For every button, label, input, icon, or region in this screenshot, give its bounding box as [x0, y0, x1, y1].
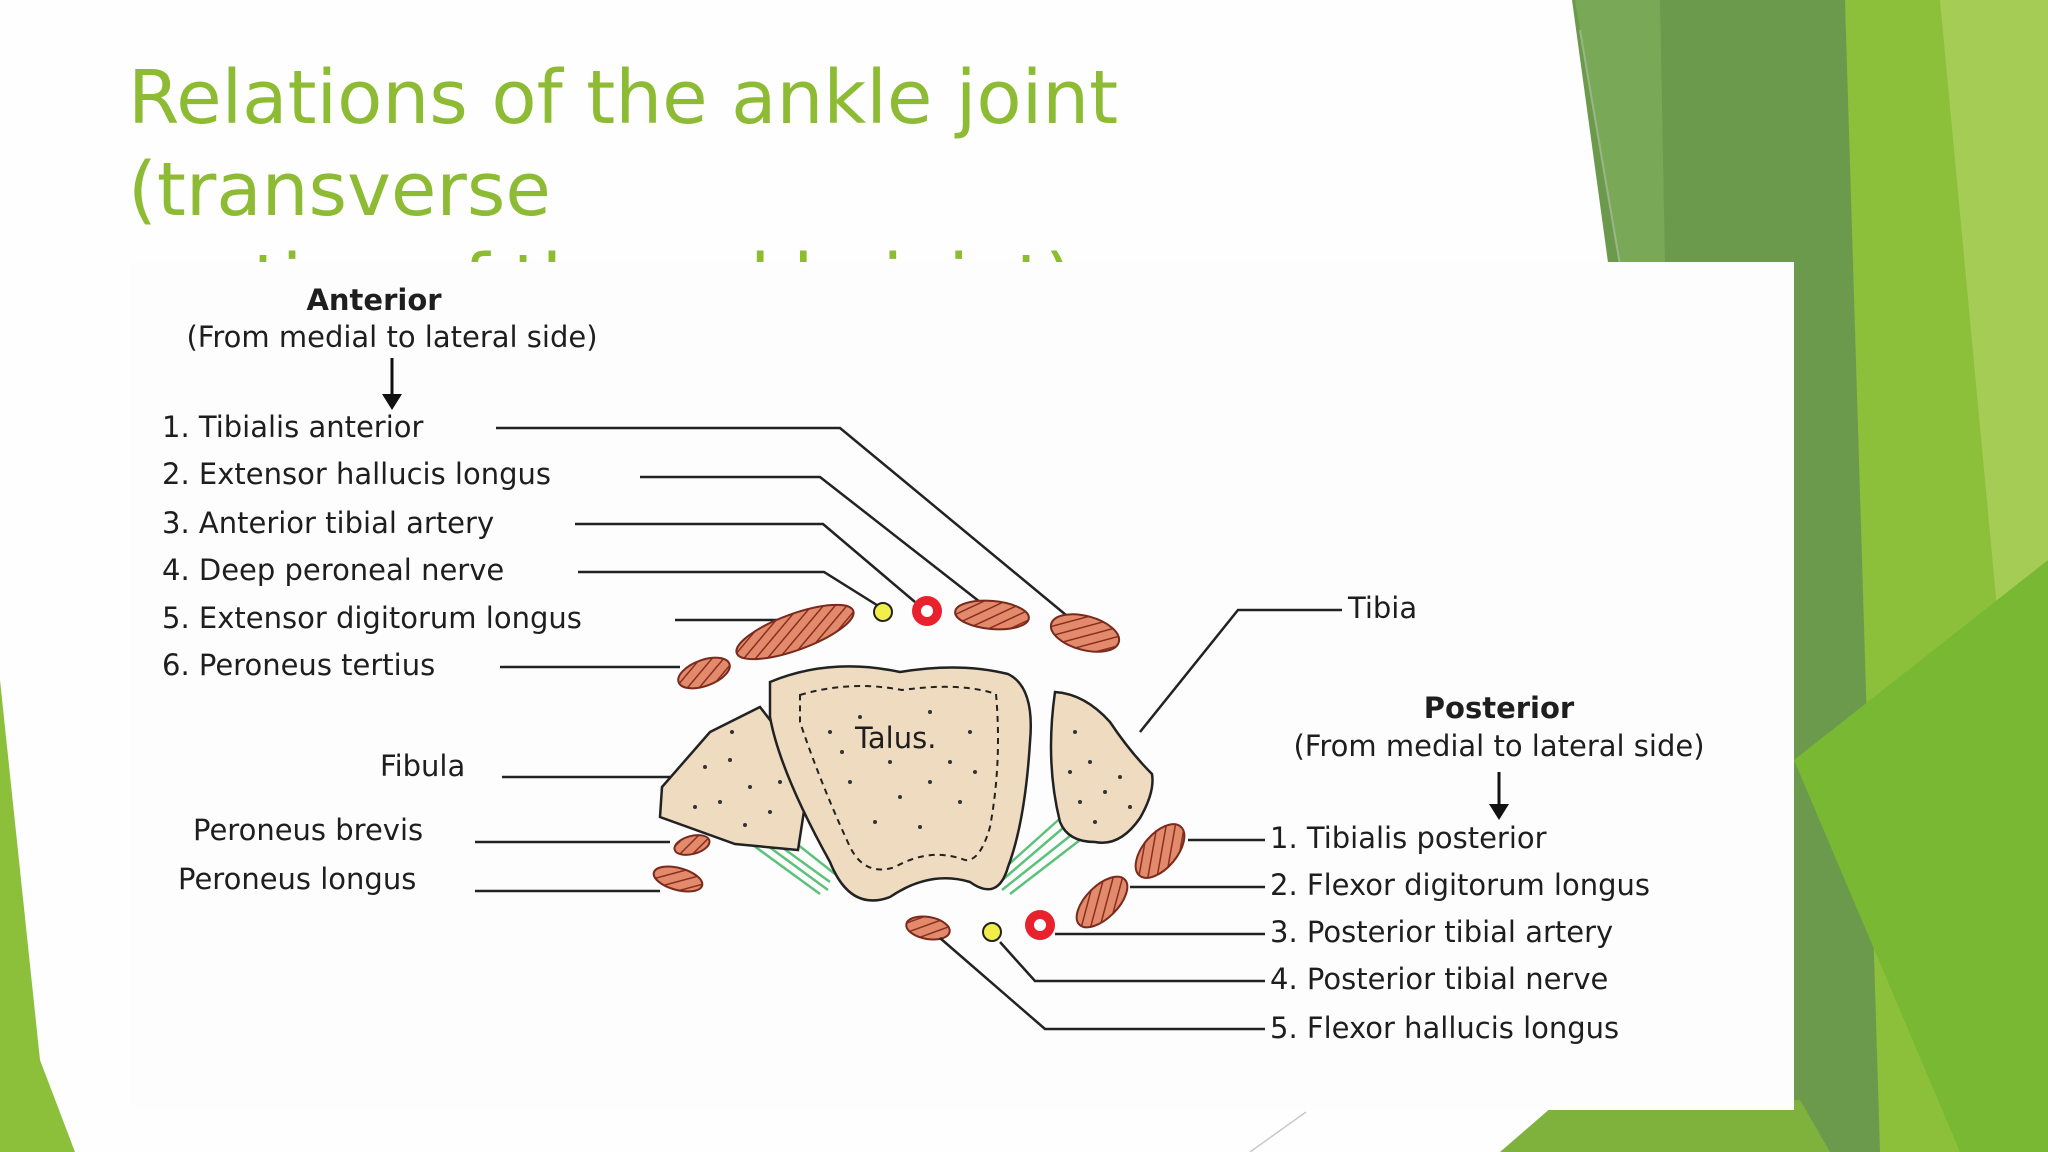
- fibula-dots: [693, 730, 782, 827]
- anterior-leader-lines: [496, 426, 1073, 669]
- posterior-item-3: 3. Posterior tibial artery: [1270, 915, 1613, 949]
- posterior-heading: Posterior: [1424, 691, 1575, 725]
- anterior-heading: Anterior: [306, 283, 442, 317]
- lateral-leader-lines: [475, 775, 670, 893]
- tibia-dots: [1068, 730, 1132, 824]
- tibialis-posterior-tendon: [1134, 823, 1186, 879]
- tibialis-anterior-tendon: [1049, 613, 1121, 653]
- anterior-item-4: 4. Deep peroneal nerve: [162, 553, 504, 587]
- peroneus-brevis-label: Peroneus brevis: [193, 813, 423, 847]
- tibia-leader-line: [1139, 608, 1342, 733]
- peroneus-longus-tendon: [652, 865, 704, 893]
- posterior-item-1: 1. Tibialis posterior: [1270, 821, 1547, 855]
- posterior-subheading: (From medial to lateral side): [1293, 729, 1704, 763]
- anterior-item-5: 5. Extensor digitorum longus: [162, 601, 582, 635]
- posterior-leader-lines: [939, 838, 1265, 1031]
- posterior-arrow: [1489, 772, 1509, 820]
- anterior-subheading: (From medial to lateral side): [186, 320, 597, 354]
- talus-label: Talus.: [854, 721, 936, 755]
- anterior-structures: [677, 596, 1121, 690]
- extensor-digitorum-longus-tendon: [735, 603, 855, 661]
- peroneus-longus-label: Peroneus longus: [178, 862, 416, 896]
- talus-dots: [828, 710, 977, 829]
- ankle-cross-section-figure: Anterior (From medial to lateral side) 1…: [130, 262, 1794, 1110]
- fibula-bone: [658, 705, 812, 852]
- anterior-item-2: 2. Extensor hallucis longus: [162, 457, 551, 491]
- posterior-item-4: 4. Posterior tibial nerve: [1270, 962, 1608, 996]
- fibula-label: Fibula: [380, 749, 465, 783]
- posterior-item-2: 2. Flexor digitorum longus: [1270, 868, 1650, 902]
- tibia-label: Tibia: [1347, 591, 1417, 625]
- extensor-hallucis-longus-tendon: [954, 599, 1030, 631]
- talus-bone: [768, 665, 1032, 902]
- posterior-item-5: 5. Flexor hallucis longus: [1270, 1011, 1619, 1045]
- anterior-arrow: [382, 358, 402, 410]
- flexor-hallucis-longus-tendon: [905, 915, 951, 941]
- anterior-item-1: 1. Tibialis anterior: [162, 410, 424, 444]
- posterior-tibial-nerve: [982, 922, 1002, 942]
- title-line-1: Relations of the ankle joint (transverse: [128, 55, 1119, 233]
- deep-peroneal-nerve: [873, 602, 893, 622]
- posterior-structures: [905, 823, 1186, 942]
- anterior-item-3: 3. Anterior tibial artery: [162, 506, 494, 540]
- tibia-bone: [1049, 690, 1154, 844]
- peroneus-brevis-tendon: [673, 834, 711, 856]
- flexor-digitorum-longus-tendon: [1075, 875, 1129, 929]
- anterior-item-6: 6. Peroneus tertius: [162, 648, 435, 682]
- ankle-diagram: Anterior (From medial to lateral side) 1…: [162, 283, 1705, 1045]
- talus-inner-outline: [799, 685, 999, 871]
- peroneus-tertius-tendon: [677, 656, 731, 690]
